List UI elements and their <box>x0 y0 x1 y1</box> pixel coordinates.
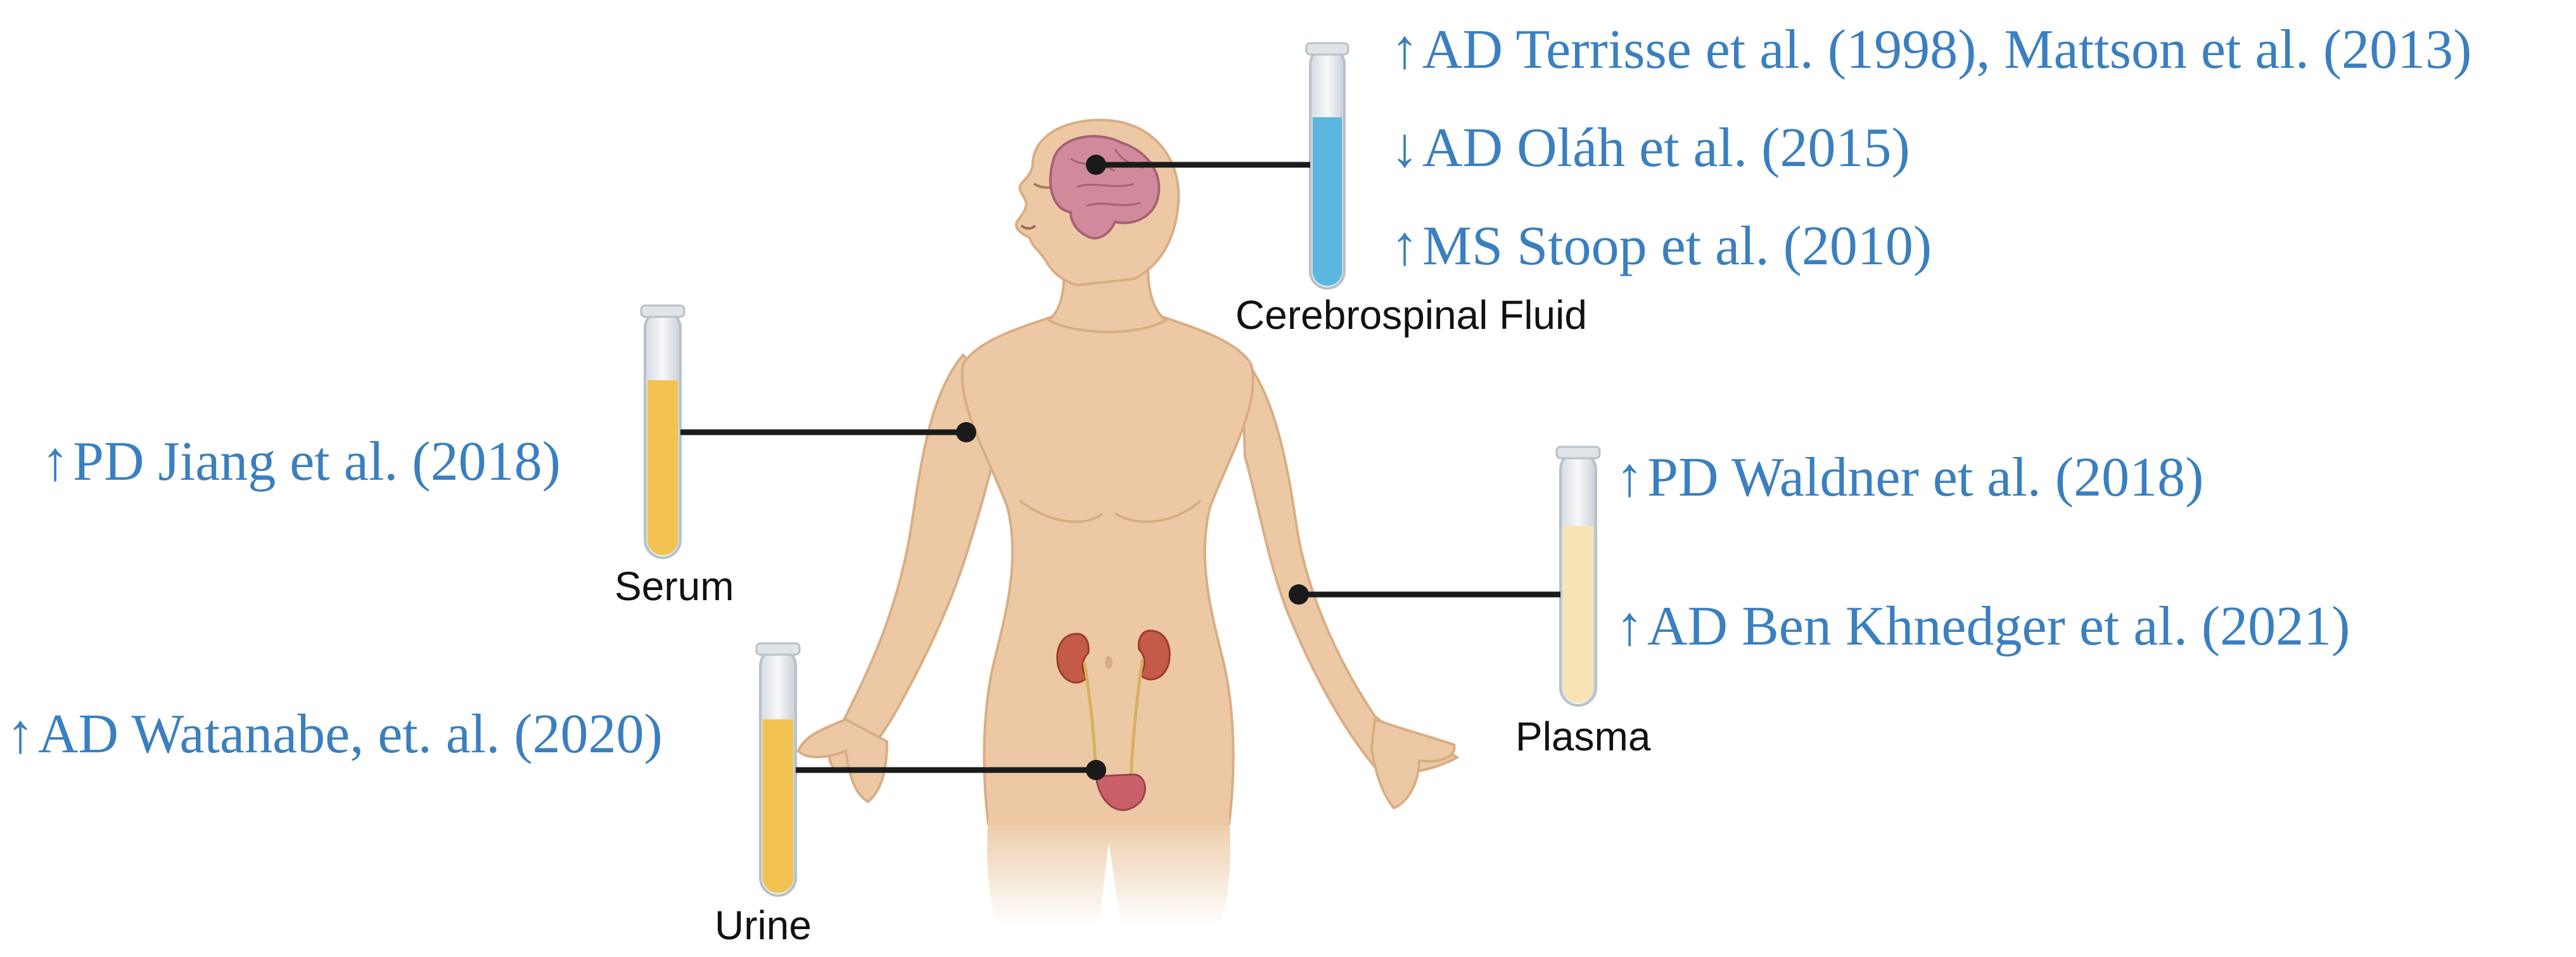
tube-urine <box>755 642 801 897</box>
bladder <box>1095 773 1146 811</box>
human-figure <box>796 119 1460 925</box>
connectors <box>680 155 1560 780</box>
ref-csf-2: ↓AD Oláh et al. (2015) <box>1391 120 1910 176</box>
ref-text: AD Terrisse et al. (1998), Mattson et al… <box>1422 19 2472 80</box>
ref-csf-1: ↑AD Terrisse et al. (1998), Mattson et a… <box>1391 22 2472 78</box>
mouth <box>1020 224 1036 230</box>
navel <box>1105 656 1113 669</box>
arrow-up-icon: ↑ <box>1391 19 1419 80</box>
ref-text: PD Waldner et al. (2018) <box>1647 447 2204 508</box>
tube-csf <box>1305 42 1349 290</box>
tube-serum <box>640 304 685 559</box>
ref-text: AD Ben Khnedger et al. (2021) <box>1647 596 2350 657</box>
ref-text: AD Oláh et al. (2015) <box>1422 117 1910 179</box>
arrow-up-icon: ↑ <box>6 703 34 765</box>
right-arm <box>1240 351 1460 774</box>
label-urine: Urine <box>715 902 812 948</box>
right-hand <box>1370 717 1456 810</box>
legs <box>987 818 1230 925</box>
connector-dot-csf <box>1086 155 1106 175</box>
arrow-up-icon: ↑ <box>41 431 69 492</box>
label-serum: Serum <box>615 563 734 609</box>
connector-dot-serum <box>956 422 976 442</box>
ref-text: AD Watanabe, et. al. (2020) <box>38 703 663 765</box>
left-hand <box>796 717 889 804</box>
ref-plasma-1: ↑PD Waldner et al. (2018) <box>1616 450 2203 506</box>
ref-text: MS Stoop et al. (2010) <box>1422 215 1932 277</box>
connector-dot-urine <box>1086 760 1106 780</box>
arrow-up-icon: ↑ <box>1616 596 1643 657</box>
arrow-up-icon: ↑ <box>1391 215 1419 277</box>
chest-contour <box>1019 499 1202 523</box>
ref-serum-1: ↑PD Jiang et al. (2018) <box>41 434 561 490</box>
label-csf: Cerebrospinal Fluid <box>1235 292 1587 338</box>
ref-urine-1: ↑AD Watanabe, et. al. (2020) <box>6 707 663 762</box>
ref-text: PD Jiang et al. (2018) <box>73 431 561 492</box>
torso <box>960 316 1254 825</box>
ref-csf-3: ↑MS Stoop et al. (2010) <box>1391 219 1932 274</box>
arrow-up-icon: ↑ <box>1616 447 1643 508</box>
connector-dot-plasma <box>1289 584 1309 605</box>
tube-plasma <box>1555 446 1601 707</box>
ref-plasma-2: ↑AD Ben Khnedger et al. (2021) <box>1616 599 2350 655</box>
arrow-down-icon: ↓ <box>1391 117 1419 179</box>
label-plasma: Plasma <box>1515 714 1651 759</box>
